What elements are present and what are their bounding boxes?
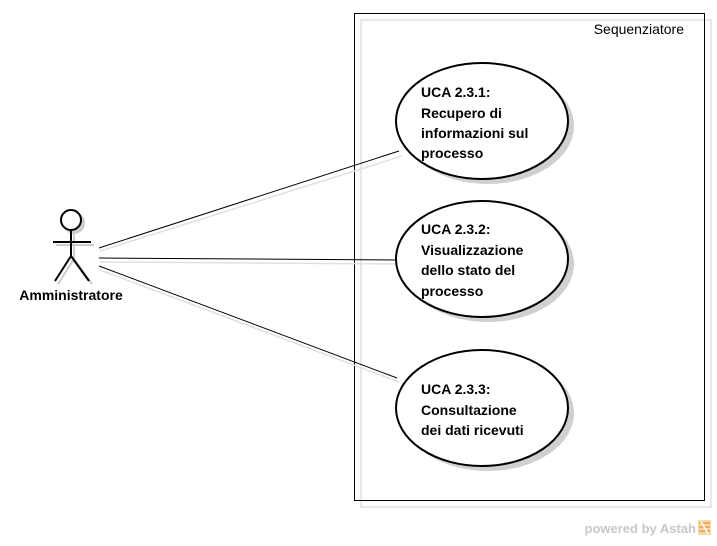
- astah-logo-icon: [698, 520, 711, 535]
- use-case-ellipse: [395, 62, 569, 180]
- use-case-label-line: Recupero di: [421, 105, 502, 121]
- system-boundary-box: [354, 13, 705, 501]
- use-case-label-line: processo: [421, 283, 483, 299]
- association-line-1[interactable]: [98, 150, 400, 249]
- use-case-label-line: UCA 2.3.3:: [421, 381, 491, 397]
- use-case-uca-2-3-2[interactable]: UCA 2.3.2: Visualizzazione dello stato d…: [395, 200, 574, 322]
- association-line-1-shadow: [99, 155, 403, 252]
- use-case-label: UCA 2.3.3: Consultazione dei dati ricevu…: [421, 381, 524, 438]
- use-case-label-line: UCA 2.3.1:: [421, 84, 491, 100]
- use-case-label-line: processo: [421, 145, 483, 161]
- use-case-uca-2-3-3[interactable]: UCA 2.3.3: Consultazione dei dati ricevu…: [395, 349, 574, 471]
- association-line-3[interactable]: [98, 265, 398, 379]
- use-case-ellipse: [395, 349, 569, 467]
- association-line-3-shadow: [99, 269, 400, 383]
- use-case-label-line: dei dati ricevuti: [421, 422, 524, 438]
- use-case-label: UCA 2.3.1: Recupero di informazioni sul …: [421, 84, 532, 161]
- actor-amministratore[interactable]: Amministratore: [19, 209, 123, 303]
- astah-watermark: powered by Astah: [585, 520, 711, 536]
- actor-label: Amministratore: [19, 287, 123, 303]
- use-case-label-line: Consultazione: [421, 402, 517, 418]
- watermark-text: powered by Astah: [585, 521, 697, 536]
- stick-figure-icon: [53, 209, 94, 285]
- association-line-2[interactable]: [98, 257, 396, 261]
- use-case-label: UCA 2.3.2: Visualizzazione dello stato d…: [421, 221, 527, 299]
- use-case-label-line: dello stato del: [421, 262, 515, 278]
- system-boundary[interactable]: Sequenziatore: [354, 13, 712, 508]
- system-boundary-label: Sequenziatore: [594, 21, 685, 37]
- use-case-label-line: Visualizzazione: [421, 242, 524, 258]
- use-case-ellipse: [395, 200, 569, 318]
- association-line-2-shadow: [99, 261, 397, 265]
- use-case-label-line: informazioni sul: [421, 125, 528, 141]
- use-case-label-line: UCA 2.3.2:: [421, 221, 491, 237]
- use-case-uca-2-3-1[interactable]: UCA 2.3.1: Recupero di informazioni sul …: [395, 62, 574, 184]
- associations: [98, 150, 403, 383]
